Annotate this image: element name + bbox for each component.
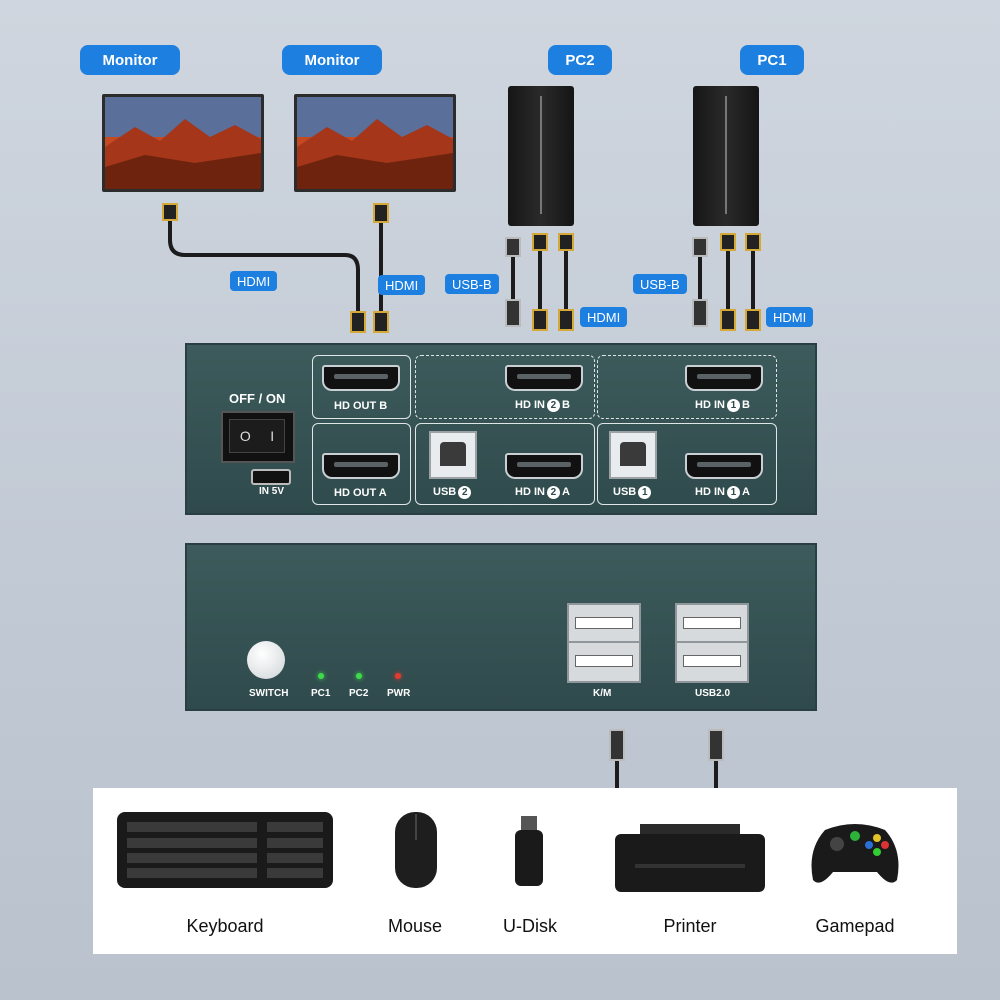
mouse-icon [395, 812, 437, 888]
landscape-image [105, 97, 261, 189]
mouse-label: Mouse [387, 916, 443, 936]
pc-light-strip [540, 96, 542, 214]
switch-button[interactable] [247, 641, 285, 679]
hdmi-tag: HDMI [230, 271, 278, 291]
hdmi-port-in-2a [505, 453, 583, 479]
rocker-icon: O I [229, 419, 285, 453]
group-outline [415, 355, 595, 419]
monitor-left [102, 94, 264, 192]
switch-label: SWITCH [249, 688, 289, 699]
hdmi-port-in-1a [685, 453, 763, 479]
hdmi-tag: HDMI [766, 307, 814, 327]
pc1-label: PC1 [740, 45, 804, 75]
led-pc2 [356, 673, 362, 679]
power-label: OFF / ON [229, 391, 286, 406]
hdmi-port-in-2b [505, 365, 583, 391]
gamepad-label: Gamepad [815, 916, 895, 936]
hdmi-tag: HDMI [378, 275, 426, 295]
usb-b-port-2 [429, 431, 477, 479]
usb-b-port-1 [609, 431, 657, 479]
pc-light-strip [725, 96, 727, 214]
usb-a-port-usb-1 [675, 603, 749, 645]
kvm-front-panel: SWITCH PC1 PC2 PWR K/M USB2.0 [185, 543, 817, 711]
usb20-label: USB2.0 [695, 688, 731, 699]
power-in-label: IN 5V [259, 486, 285, 497]
usb-a-port-km-1 [567, 603, 641, 645]
led-pc1 [318, 673, 324, 679]
usb-a-port-km-2 [567, 641, 641, 683]
pwr-led-label: PWR [387, 688, 411, 699]
power-switch[interactable]: O I [221, 411, 295, 463]
usbb-tag: USB-B [633, 274, 687, 294]
hdmi-port-out-b [322, 365, 400, 391]
usbb-tag: USB-B [445, 274, 499, 294]
hd-out-b-label: HD OUT B [334, 400, 388, 412]
landscape-image [297, 97, 453, 189]
group-outline [597, 423, 777, 505]
u-disk-label: U-Disk [503, 916, 557, 936]
hdmi-port-in-1b [685, 365, 763, 391]
keyboard-icon [117, 812, 333, 888]
pc1-led-label: PC1 [311, 688, 331, 699]
group-outline [312, 355, 411, 419]
pc2-led-label: PC2 [349, 688, 369, 699]
hdmi-tag: HDMI [580, 307, 628, 327]
usb-a-port-usb-2 [675, 641, 749, 683]
device-panel: Keyboard Mouse U-Disk Printer Gamepad [93, 788, 957, 954]
group-outline [312, 423, 411, 505]
printer-icon [615, 824, 765, 892]
monitor-right [294, 94, 456, 192]
usb-drive-icon [515, 816, 543, 886]
pc2-tower [508, 86, 574, 226]
group-outline [597, 355, 777, 419]
keyboard-label: Keyboard [186, 916, 264, 936]
gamepad-icon [811, 824, 899, 883]
group-outline [415, 423, 595, 505]
km-label: K/M [593, 688, 612, 699]
printer-label: Printer [663, 916, 717, 936]
monitor-left-label: Monitor [80, 45, 180, 75]
monitor-right-label: Monitor [282, 45, 382, 75]
hdmi-port-out-a [322, 453, 400, 479]
hd-out-a-label: HD OUT A [334, 487, 387, 499]
pc1-tower [693, 86, 759, 226]
pc2-label: PC2 [548, 45, 612, 75]
led-pwr [395, 673, 401, 679]
power-in-port [251, 469, 291, 485]
